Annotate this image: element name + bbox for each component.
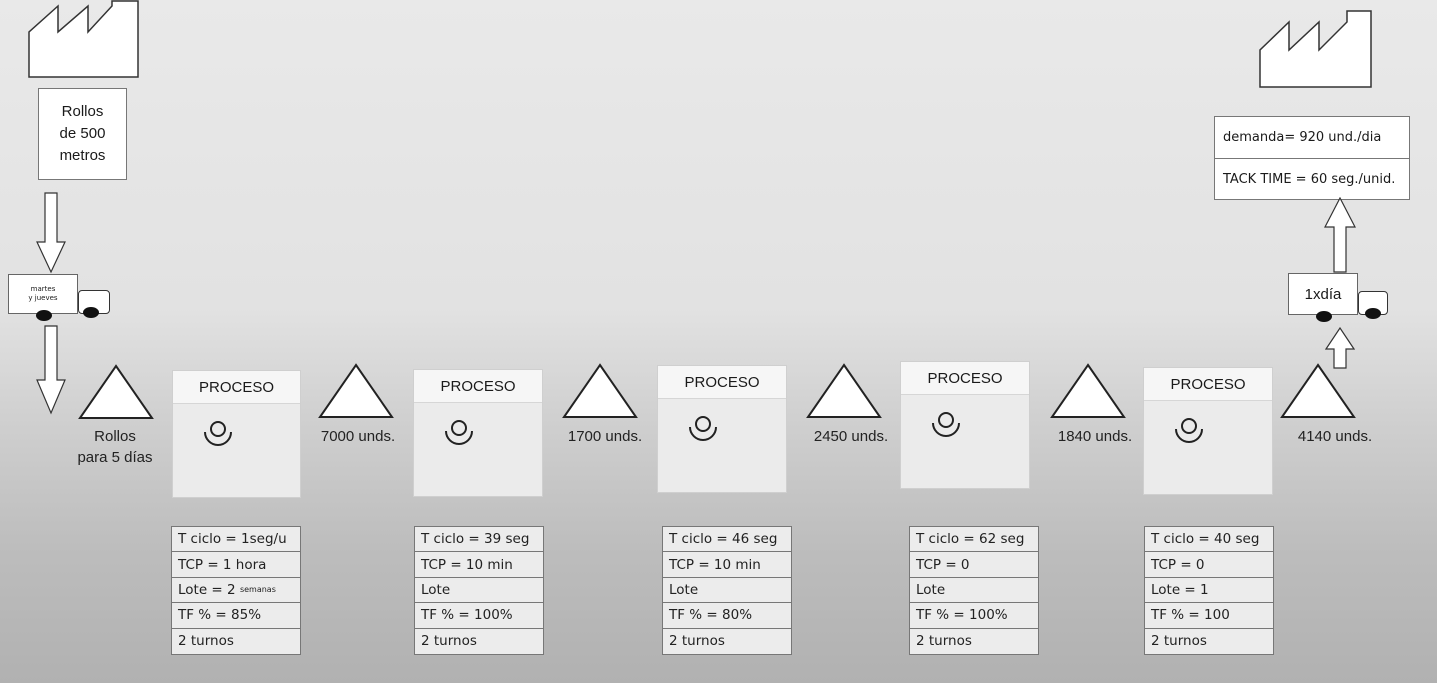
cycle-time: T ciclo = 62 seg [910, 527, 1038, 553]
inventory-triangle-icon [806, 363, 882, 418]
inventory-triangle-icon [1280, 363, 1356, 418]
process-title: PROCESO [173, 371, 300, 404]
cycle-time: T ciclo = 46 seg [663, 527, 791, 553]
batch-size: Lote = 2 semanas [172, 578, 300, 604]
customer-takt-time: TACK TIME = 60 seg./unid. [1223, 172, 1396, 187]
operator-icon [204, 421, 232, 446]
shipment-arrow-icon [1325, 327, 1355, 369]
process-title: PROCESO [1144, 368, 1272, 401]
operator-icon [689, 416, 717, 441]
changeover-time: TCP = 10 min [415, 552, 543, 578]
uptime: TF % = 80% [663, 603, 791, 629]
inventory-label: 2450 unds. [813, 428, 889, 445]
shifts: 2 turnos [1151, 633, 1207, 650]
uptime: TF % = 100% [415, 603, 543, 629]
cycle-time: T ciclo = 40 seg [1145, 527, 1273, 553]
process-title: PROCESO [414, 370, 542, 403]
changeover-time: TCP = 1 hora [172, 552, 300, 578]
supplier-factory-icon [28, 0, 140, 78]
inventory-triangle-icon [318, 363, 394, 418]
inventory-triangle-icon [1050, 363, 1126, 418]
changeover-time: TCP = 0 [910, 552, 1038, 578]
supplier-label: Rollos de 500 metros [59, 103, 106, 164]
process-data-box: T ciclo = 40 seg TCP = 0 Lote = 1 TF % =… [1144, 526, 1274, 655]
operator-icon [1175, 418, 1203, 443]
inventory-label: 4140 unds. [1297, 428, 1373, 445]
batch-size: Lote [663, 578, 791, 604]
process-data-box: T ciclo = 1seg/u TCP = 1 hora Lote = 2 s… [171, 526, 301, 655]
operator-icon [445, 420, 473, 445]
cycle-time: T ciclo = 1seg/u [172, 527, 300, 553]
supplier-truck-label: martes y jueves [28, 285, 58, 302]
inventory-label: 1700 unds. [567, 428, 643, 445]
shifts: 2 turnos [421, 633, 477, 650]
uptime: TF % = 100 [1145, 603, 1273, 629]
batch-size: Lote [910, 578, 1038, 604]
process-box: PROCESO [413, 369, 543, 497]
process-box: PROCESO [1143, 367, 1273, 495]
changeover-time: TCP = 0 [1145, 552, 1273, 578]
cycle-time: T ciclo = 39 seg [415, 527, 543, 553]
uptime: TF % = 85% [172, 603, 300, 629]
customer-factory-icon [1259, 10, 1373, 88]
process-box: PROCESO [900, 361, 1030, 489]
customer-truck-icon: 1xdía [1288, 273, 1388, 325]
supplier-truck-icon: martes y jueves [8, 274, 112, 324]
customer-info-box: demanda= 920 und./dia TACK TIME = 60 seg… [1214, 116, 1410, 200]
process-data-box: T ciclo = 39 seg TCP = 10 min Lote TF % … [414, 526, 544, 655]
process-data-box: T ciclo = 46 seg TCP = 10 min Lote TF % … [662, 526, 792, 655]
changeover-time: TCP = 10 min [663, 552, 791, 578]
shifts: 2 turnos [178, 633, 234, 650]
inventory-label: 7000 unds. [320, 428, 396, 445]
shifts: 2 turnos [669, 633, 725, 650]
process-data-box: T ciclo = 62 seg TCP = 0 Lote TF % = 100… [909, 526, 1039, 655]
inventory-label: Rollos para 5 días [77, 428, 153, 466]
operator-icon [932, 412, 960, 437]
process-box: PROCESO [172, 370, 301, 498]
process-box: PROCESO [657, 365, 787, 493]
uptime: TF % = 100% [910, 603, 1038, 629]
shifts: 2 turnos [916, 633, 972, 650]
batch-size: Lote = 1 [1145, 578, 1273, 604]
customer-demand: demanda= 920 und./dia [1215, 117, 1409, 159]
shipment-arrow-icon [1324, 197, 1356, 273]
push-arrow-icon [36, 192, 66, 274]
push-arrow-icon [36, 325, 66, 415]
inventory-triangle-icon [78, 364, 154, 419]
supplier-info-box: Rollos de 500 metros [38, 88, 127, 180]
process-title: PROCESO [658, 366, 786, 399]
batch-size: Lote [415, 578, 543, 604]
customer-truck-label: 1xdía [1304, 285, 1342, 303]
inventory-label: 1840 unds. [1057, 428, 1133, 445]
process-title: PROCESO [901, 362, 1029, 395]
inventory-triangle-icon [562, 363, 638, 418]
